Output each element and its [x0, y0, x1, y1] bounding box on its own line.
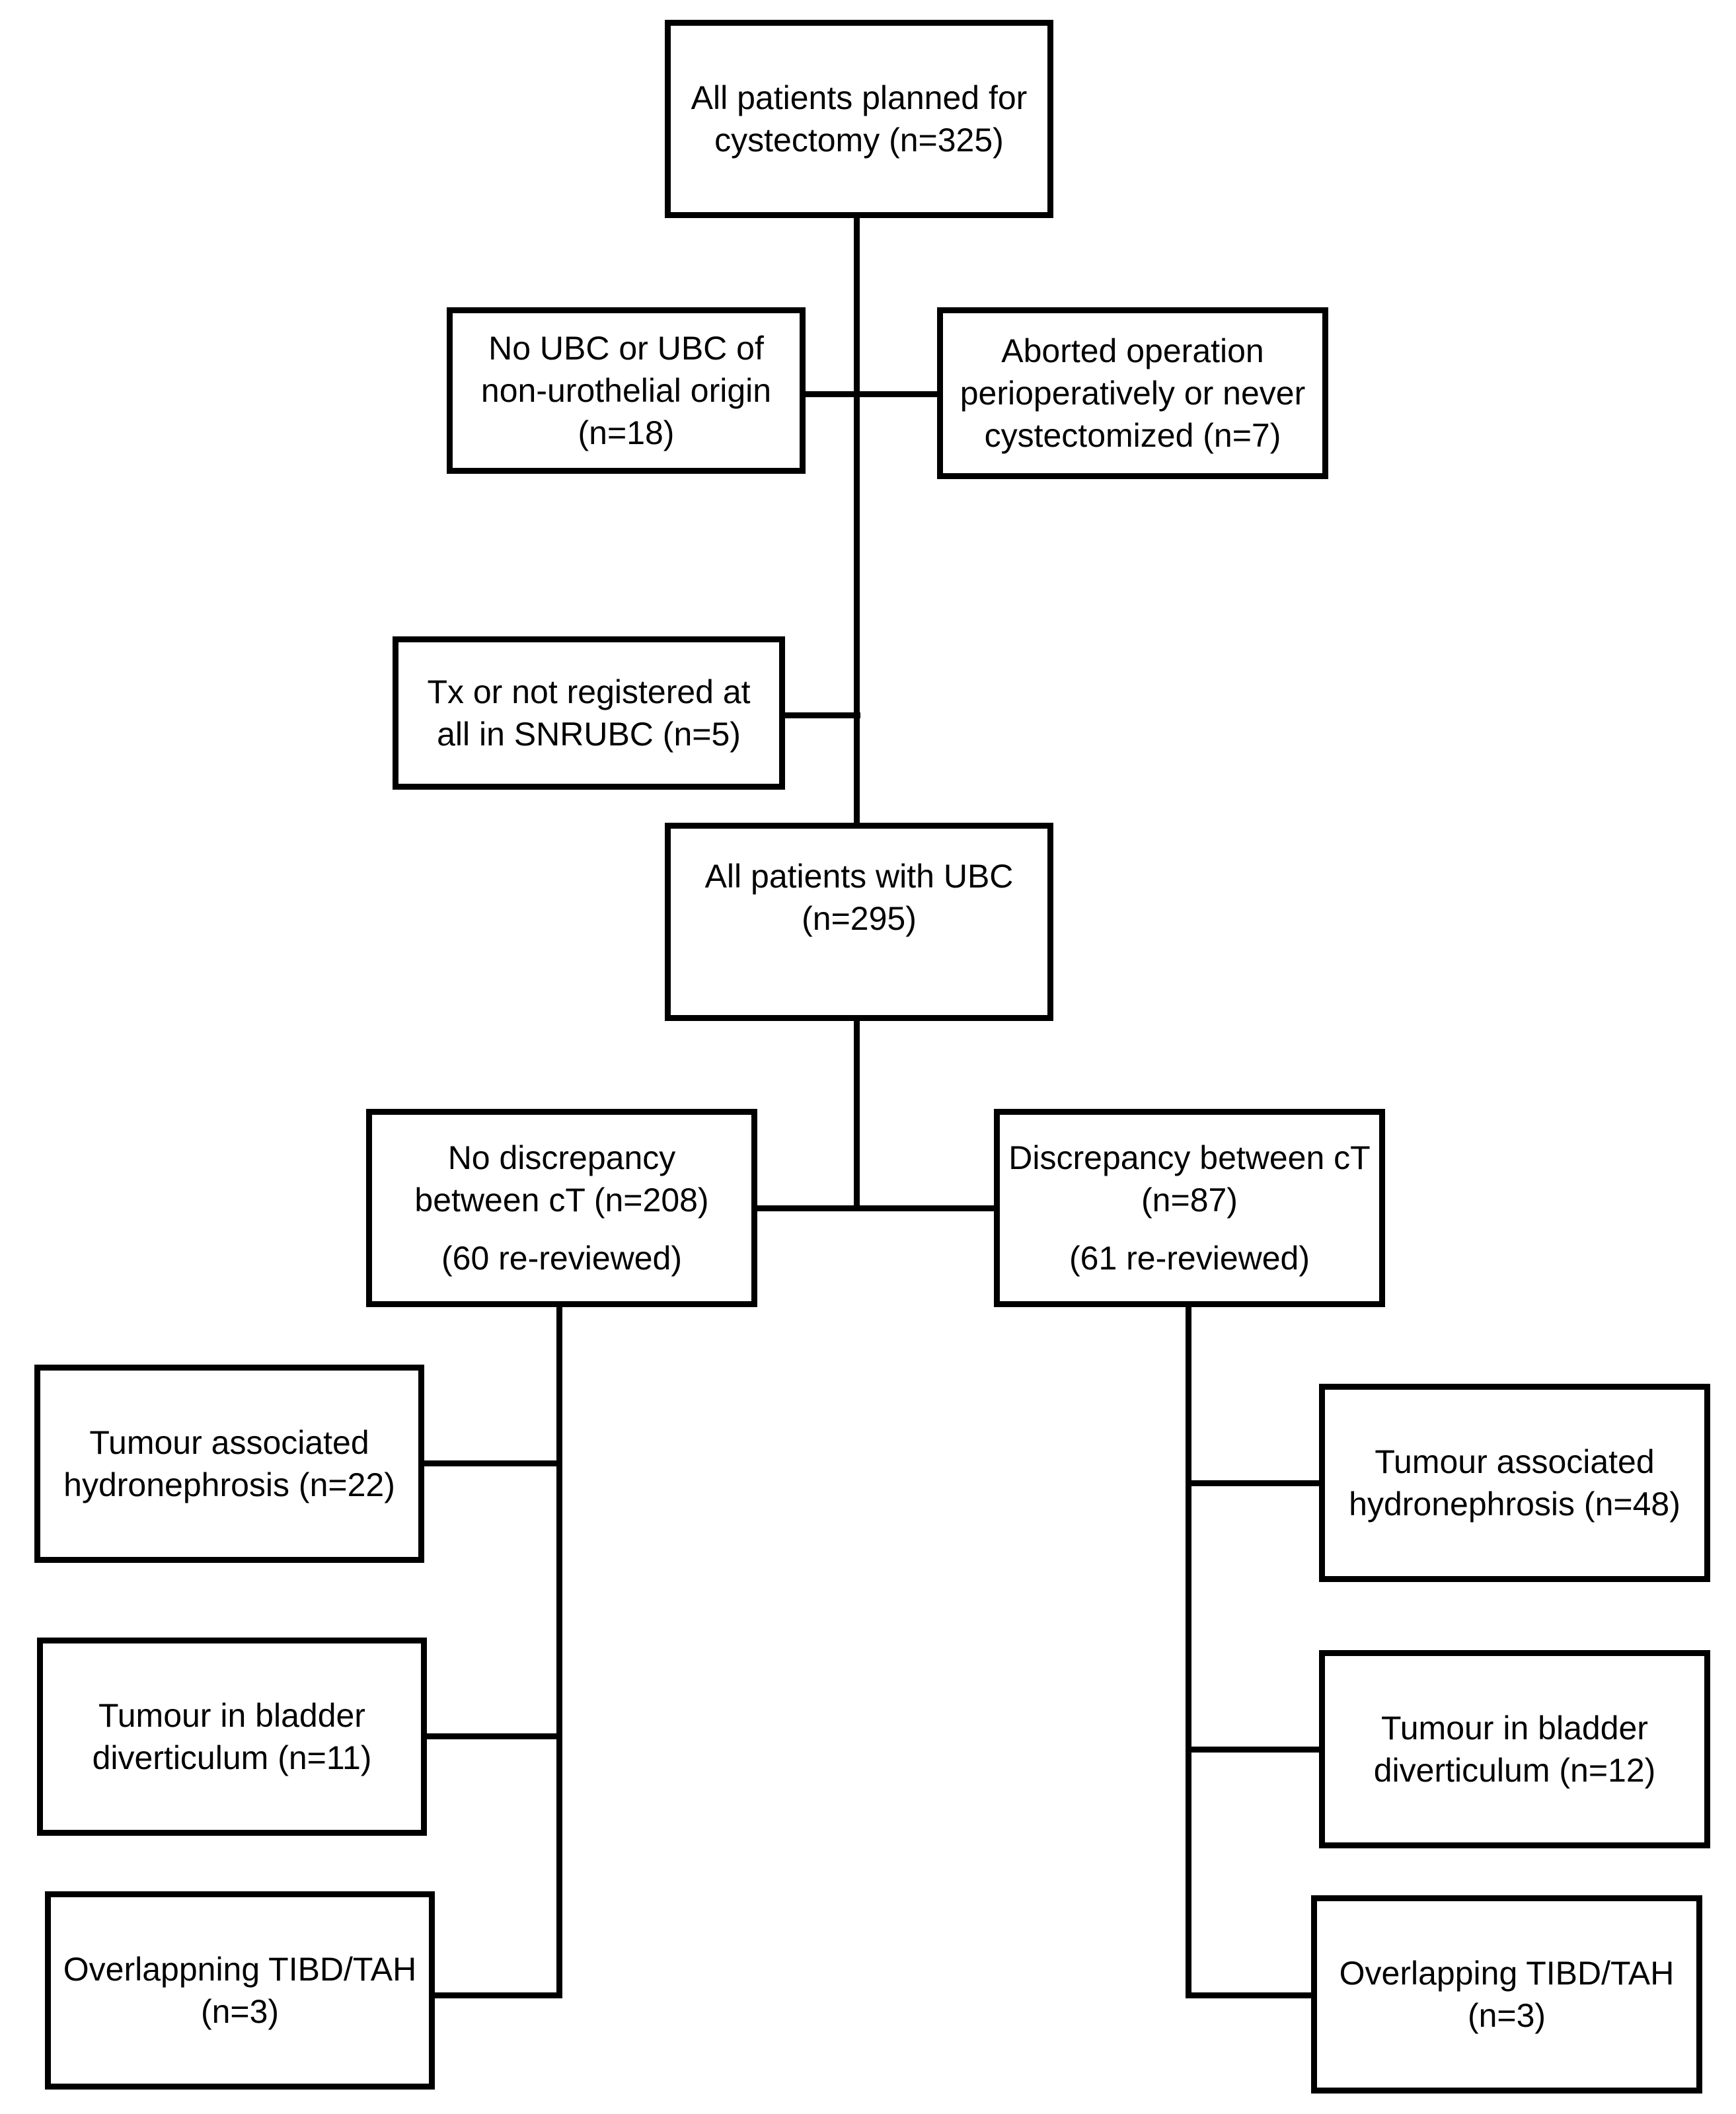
box-left-tumour-hydronephrosis: Tumour associated hydronephrosis (n=22): [34, 1365, 424, 1563]
connector-to-no-ubc: [800, 391, 860, 397]
box-line: perioperatively or never: [960, 375, 1306, 412]
box-all-patients-ubc: All patients with UBC (n=295): [665, 823, 1053, 1021]
box-line: diverticulum (n=11): [92, 1739, 372, 1776]
connector-right-overlap: [1186, 1992, 1314, 1998]
box-left-overlap: Overlappning TIBD/TAH (n=3): [45, 1891, 435, 2090]
box-line: hydronephrosis (n=48): [1349, 1486, 1680, 1523]
box-line: No discrepancy: [447, 1139, 676, 1176]
box-line: cystectomy (n=325): [714, 122, 1004, 159]
connector-split-horizontal: [753, 1205, 998, 1211]
box-aborted-operation: Aborted operation perioperatively or nev…: [937, 307, 1328, 479]
box-subline: (60 re-reviewed): [441, 1240, 682, 1277]
box-line: (n=18): [578, 414, 675, 451]
box-line: Overlapping TIBD/TAH: [1339, 1955, 1675, 1992]
box-right-tumour-diverticulum: Tumour in bladder diverticulum (n=12): [1319, 1650, 1710, 1848]
connector-right-tibd: [1186, 1747, 1322, 1753]
box-no-ubc: No UBC or UBC of non-urothelial origin (…: [447, 307, 806, 474]
connector-left-tibd: [422, 1733, 562, 1739]
connector-to-aborted: [854, 391, 940, 397]
connector-left-branch: [556, 1304, 562, 1998]
box-line: Tx or not registered at: [427, 673, 751, 710]
box-line: (n=295): [802, 900, 917, 937]
box-line: Tumour associated: [89, 1424, 369, 1461]
box-subline: (61 re-reviewed): [1069, 1240, 1310, 1277]
box-line: non-urothelial origin: [480, 372, 772, 409]
box-line: all in SNRUBC (n=5): [437, 716, 741, 753]
box-line: Tumour associated: [1375, 1443, 1655, 1480]
box-line: cystectomized (n=7): [984, 417, 1281, 454]
connector-to-tx: [780, 712, 860, 718]
box-all-patients-planned: All patients planned for cystectomy (n=3…: [665, 20, 1053, 218]
box-line: hydronephrosis (n=22): [63, 1466, 395, 1503]
connector-ubc-split: [854, 1018, 860, 1211]
box-line: between cT (n=208): [414, 1182, 709, 1219]
box-line: Discrepancy between cT: [1008, 1139, 1371, 1176]
box-line: Tumour in bladder: [98, 1697, 365, 1734]
box-line: diverticulum (n=12): [1373, 1752, 1656, 1789]
box-right-overlap: Overlapping TIBD/TAH (n=3): [1311, 1895, 1702, 2094]
connector-right-tah: [1186, 1480, 1322, 1486]
box-line: (n=87): [1141, 1182, 1238, 1219]
box-no-discrepancy: No discrepancy between cT (n=208) (60 re…: [366, 1109, 757, 1307]
box-line: All patients planned for: [691, 79, 1028, 116]
connector-right-branch: [1186, 1304, 1191, 1998]
box-discrepancy: Discrepancy between cT (n=87) (61 re-rev…: [994, 1109, 1385, 1307]
box-line: Tumour in bladder: [1381, 1710, 1648, 1747]
connector-main-trunk: [854, 213, 860, 826]
box-tx-not-registered: Tx or not registered at all in SNRUBC (n…: [393, 636, 785, 790]
connector-left-tah: [419, 1460, 562, 1466]
connector-left-overlap: [430, 1992, 562, 1998]
box-left-tumour-diverticulum: Tumour in bladder diverticulum (n=11): [37, 1638, 427, 1836]
box-line: (n=3): [1467, 1997, 1546, 2034]
box-line: Aborted operation: [1001, 332, 1264, 369]
box-right-tumour-hydronephrosis: Tumour associated hydronephrosis (n=48): [1319, 1384, 1710, 1582]
box-line: No UBC or UBC of: [488, 330, 764, 367]
box-line: (n=3): [200, 1993, 280, 2030]
box-line: All patients with UBC: [704, 858, 1014, 895]
box-line: Overlappning TIBD/TAH: [63, 1951, 417, 1988]
